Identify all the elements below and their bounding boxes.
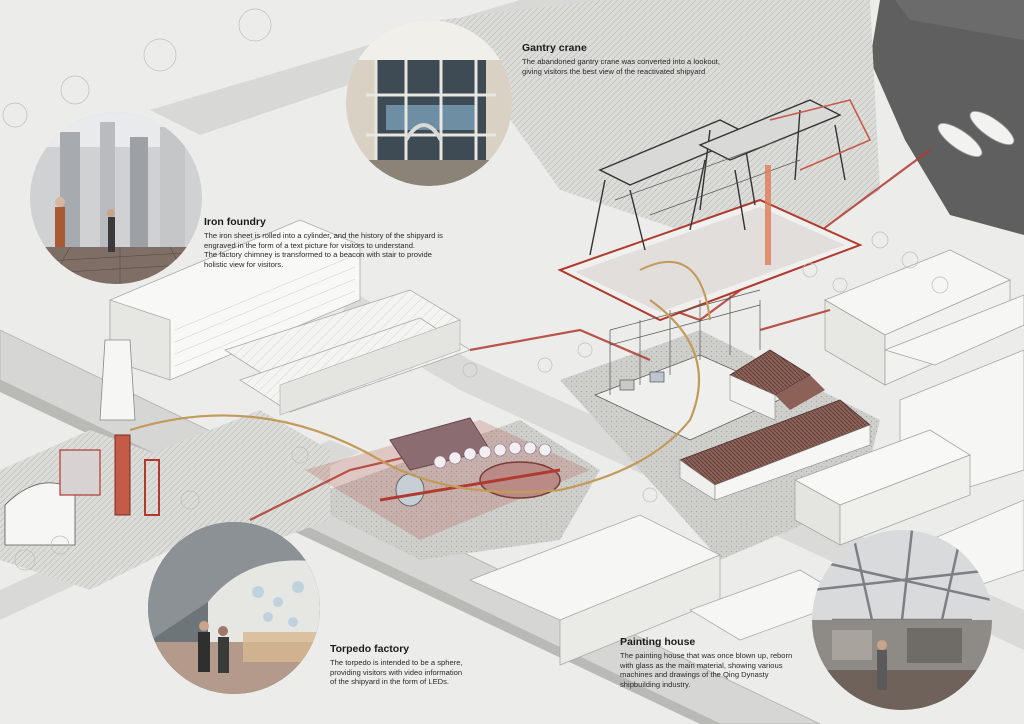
callout-body: The painting house that was once blown u… bbox=[620, 651, 793, 689]
brick-roof-hall bbox=[679, 349, 871, 501]
callout-body: The abandoned gantry crane was converted… bbox=[522, 57, 720, 76]
callout-title: Gantry crane bbox=[522, 42, 587, 54]
torpedo-factory-site bbox=[305, 417, 590, 540]
elevated-walkway bbox=[129, 299, 701, 494]
river-water bbox=[870, 0, 1024, 235]
callout-iron-foundry: Iron foundry The iron sheet is rolled in… bbox=[204, 216, 504, 269]
callout-title: Painting house bbox=[620, 636, 696, 648]
callout-torpedo-factory: Torpedo factory The torpedo is intended … bbox=[330, 643, 530, 687]
torpedo-factory-photo bbox=[148, 522, 320, 694]
boat bbox=[937, 122, 983, 158]
painting-house-photo bbox=[812, 530, 992, 710]
callout-painting-house: Painting house The painting house that w… bbox=[620, 636, 835, 689]
trees bbox=[2, 8, 949, 571]
iron-foundry-photo bbox=[30, 112, 202, 284]
shed-row-middle bbox=[224, 289, 471, 416]
shed-row-bottom bbox=[468, 499, 1024, 666]
shed-row-right bbox=[794, 249, 1024, 546]
callout-body: The iron sheet is rolled into a cylinder… bbox=[204, 231, 443, 269]
boat bbox=[969, 110, 1015, 146]
iron-foundry-site bbox=[4, 339, 160, 546]
callout-body: The torpedo is intended to be a sphere, … bbox=[330, 658, 463, 687]
gantry-pit bbox=[557, 198, 863, 322]
gantry-crane-photo bbox=[346, 20, 512, 186]
callout-title: Iron foundry bbox=[204, 216, 266, 228]
callout-gantry-crane: Gantry crane The abandoned gantry crane … bbox=[522, 42, 782, 76]
gantry-crane-structure bbox=[589, 99, 872, 256]
callout-title: Torpedo factory bbox=[330, 643, 410, 655]
crane-beacon bbox=[765, 165, 771, 265]
